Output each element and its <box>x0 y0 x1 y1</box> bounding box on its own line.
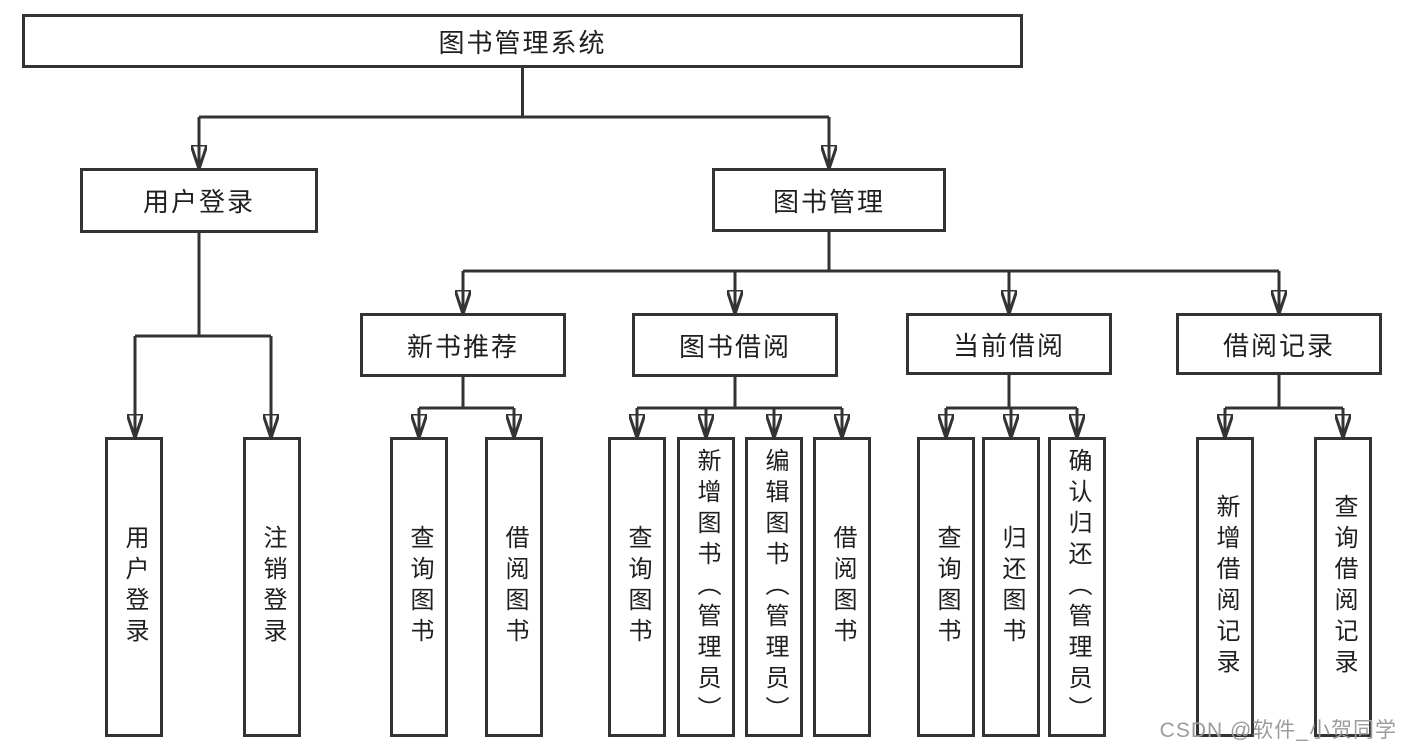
edge-book-management-split <box>463 232 1279 273</box>
edge-borrow-records-split <box>1225 375 1343 410</box>
leaf-cb-return-book: 归还图书 <box>982 437 1040 737</box>
node-new-book-recommend-label: 新书推荐 <box>406 331 519 362</box>
leaf-bb-add-book-admin: 新增图书（管理员） <box>677 437 735 737</box>
node-current-borrow: 当前借阅 <box>906 313 1112 375</box>
edge-book-borrow-split <box>637 377 842 410</box>
node-root: 图书管理系统 <box>22 14 1023 68</box>
edge-new-book-split <box>419 377 514 410</box>
leaf-br-add-record-label: 新增借阅记录 <box>1212 494 1239 680</box>
leaf-cb-confirm-return-admin: 确认归还（管理员） <box>1048 437 1106 737</box>
leaf-nb-borrow-book-label: 借阅图书 <box>501 525 528 649</box>
node-user-login-label: 用户登录 <box>142 187 255 217</box>
leaf-user-login-label: 用户登录 <box>121 525 148 649</box>
leaf-cb-query-book-label: 查询图书 <box>933 525 960 649</box>
leaf-bb-query-book-label: 查询图书 <box>624 525 651 649</box>
leaf-logout: 注销登录 <box>243 437 301 737</box>
edge-current-borrow-split <box>946 375 1077 410</box>
node-book-borrow-label: 图书借阅 <box>678 331 791 362</box>
leaf-cb-return-book-label: 归还图书 <box>998 525 1025 649</box>
node-user-login: 用户登录 <box>80 168 318 233</box>
leaf-nb-borrow-book: 借阅图书 <box>485 437 543 737</box>
leaf-br-query-record-label: 查询借阅记录 <box>1330 494 1357 680</box>
csdn-watermark: CSDN @软件_小贺同学 <box>1159 719 1397 742</box>
node-borrow-records: 借阅记录 <box>1176 313 1382 375</box>
node-current-borrow-label: 当前借阅 <box>952 330 1065 361</box>
leaf-bb-query-book: 查询图书 <box>608 437 666 737</box>
leaf-br-query-record: 查询借阅记录 <box>1314 437 1372 737</box>
leaf-bb-borrow-book-label: 借阅图书 <box>829 525 856 649</box>
leaf-cb-confirm-return-admin-label: 确认归还（管理员） <box>1064 447 1091 727</box>
edge-root-split <box>199 68 829 119</box>
leaf-br-add-record: 新增借阅记录 <box>1196 437 1254 737</box>
node-book-borrow: 图书借阅 <box>632 313 838 377</box>
node-book-management: 图书管理 <box>712 168 946 232</box>
leaf-logout-label: 注销登录 <box>259 525 286 649</box>
leaf-bb-borrow-book: 借阅图书 <box>813 437 871 737</box>
node-root-label: 图书管理系统 <box>438 27 607 58</box>
leaf-nb-query-book-label: 查询图书 <box>406 525 433 649</box>
leaf-nb-query-book: 查询图书 <box>390 437 448 737</box>
leaf-bb-add-book-admin-label: 新增图书（管理员） <box>693 447 720 727</box>
leaf-cb-query-book: 查询图书 <box>917 437 975 737</box>
node-new-book-recommend: 新书推荐 <box>360 313 566 377</box>
edge-user-login-split <box>135 233 271 338</box>
node-borrow-records-label: 借阅记录 <box>1222 330 1335 361</box>
leaf-bb-edit-book-admin-label: 编辑图书（管理员） <box>761 447 788 727</box>
leaf-user-login: 用户登录 <box>105 437 163 737</box>
node-book-management-label: 图书管理 <box>772 186 885 217</box>
leaf-bb-edit-book-admin: 编辑图书（管理员） <box>745 437 803 737</box>
